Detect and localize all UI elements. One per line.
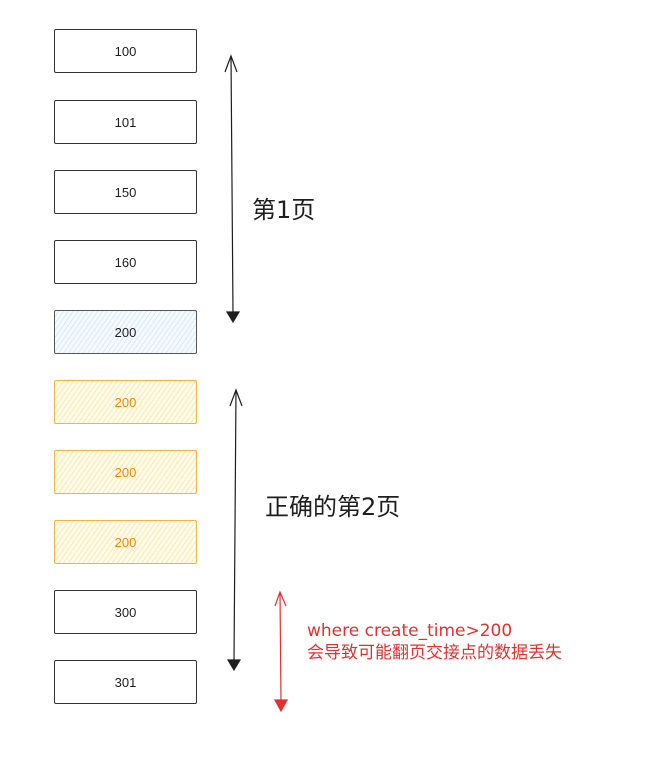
record-box: 160 bbox=[54, 240, 197, 284]
lost-data-range-arrow bbox=[273, 590, 289, 713]
record-box-highlighted: 200 bbox=[54, 450, 197, 494]
record-box-highlighted: 200 bbox=[54, 380, 197, 424]
record-value: 150 bbox=[114, 184, 137, 200]
record-value: 101 bbox=[114, 114, 137, 130]
record-value: 200 bbox=[114, 394, 137, 410]
page2-label: 正确的第2页 bbox=[265, 493, 401, 521]
page1-label: 第1页 bbox=[252, 196, 316, 224]
record-box: 150 bbox=[54, 170, 197, 214]
page1-range-arrow bbox=[224, 54, 241, 324]
record-value: 200 bbox=[114, 324, 137, 340]
record-value: 100 bbox=[114, 43, 137, 59]
record-value: 200 bbox=[114, 464, 137, 480]
record-value: 200 bbox=[114, 534, 137, 550]
record-box: 300 bbox=[54, 590, 197, 634]
record-box-page-boundary: 200 bbox=[54, 310, 197, 354]
record-value: 300 bbox=[114, 604, 137, 620]
record-box: 100 bbox=[54, 29, 197, 73]
warning-note: where create_time>200 会导致可能翻页交接点的数据丢失 bbox=[307, 620, 562, 664]
record-box-highlighted: 200 bbox=[54, 520, 197, 564]
record-box: 301 bbox=[54, 660, 197, 704]
warning-note-condition: where create_time>200 bbox=[307, 621, 513, 641]
record-value: 301 bbox=[114, 674, 137, 690]
record-value: 160 bbox=[114, 254, 137, 270]
warning-note-description: 会导致可能翻页交接点的数据丢失 bbox=[307, 643, 562, 663]
page2-range-arrow bbox=[226, 388, 243, 672]
record-box: 101 bbox=[54, 100, 197, 144]
